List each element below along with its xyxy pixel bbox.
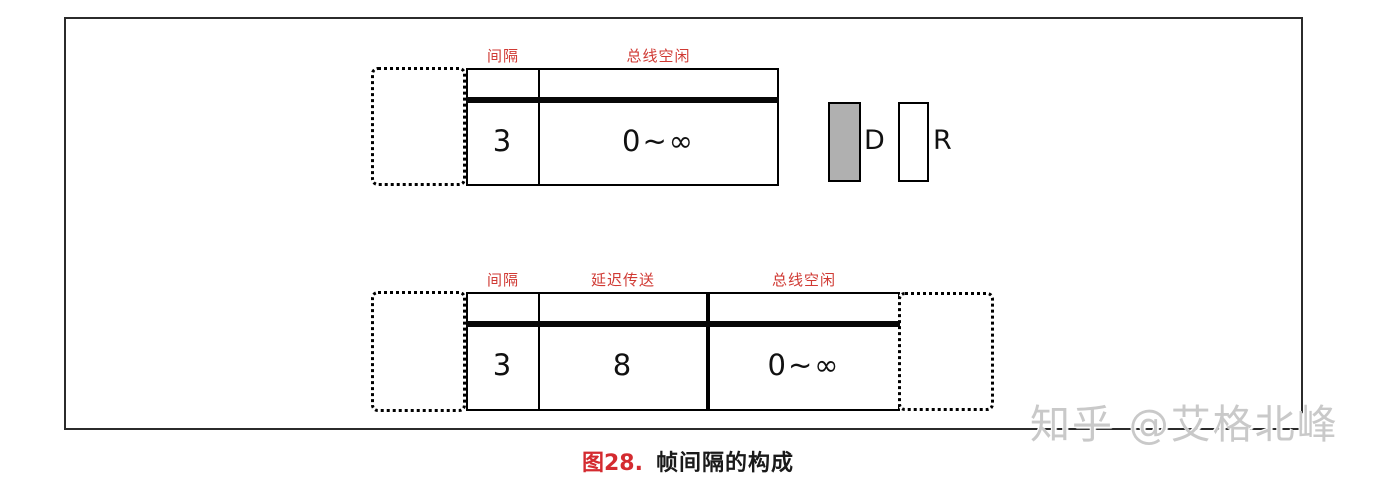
- legend-recessive-swatch: [898, 102, 929, 182]
- top-recessive-level-line: [466, 97, 779, 103]
- bottom-interval-table: 间隔 3 延迟传送 8 总线空闲 0~∞: [466, 271, 900, 411]
- legend-recessive-label: R: [933, 125, 952, 156]
- top-cell-bus-idle-value: 0~∞: [622, 124, 695, 158]
- top-cell-bus-idle: 总线空闲 0~∞: [540, 47, 777, 184]
- legend-dominant-swatch: [828, 102, 861, 182]
- bottom-recessive-level-line: [466, 321, 900, 327]
- bottom-preceding-frame-box: [371, 291, 466, 412]
- bottom-cell-interval-value: 3: [492, 348, 514, 382]
- bottom-cell-delay-transmit-label: 延迟传送: [590, 271, 656, 289]
- top-cell-interval-value: 3: [492, 124, 514, 158]
- bottom-cell-bus-idle-label: 总线空闲: [771, 271, 837, 289]
- top-cell-interval: 间隔 3: [468, 47, 540, 184]
- bottom-following-frame-box: [898, 292, 994, 411]
- bottom-cell-delay-transmit-value: 8: [612, 348, 634, 382]
- legend-dominant-label: D: [864, 125, 885, 156]
- top-cell-bus-idle-label: 总线空闲: [626, 47, 691, 65]
- bottom-cell-delay-transmit: 延迟传送 8: [540, 271, 710, 409]
- watermark-text: 知乎 @艾格北峰: [1030, 402, 1339, 448]
- top-preceding-frame-box: [371, 67, 466, 186]
- bottom-cell-bus-idle-value: 0~∞: [767, 348, 841, 382]
- top-interval-table: 间隔 3 总线空闲 0~∞: [466, 47, 779, 186]
- figure-caption-title: 帧间隔的构成: [655, 451, 794, 476]
- bottom-cell-bus-idle: 总线空闲 0~∞: [710, 271, 898, 409]
- bottom-cell-interval-label: 间隔: [486, 271, 520, 289]
- top-cell-interval-label: 间隔: [486, 47, 520, 65]
- bottom-cell-interval: 间隔 3: [468, 271, 540, 409]
- figure-caption: 图28. 帧间隔的构成: [0, 445, 1376, 477]
- figure-caption-number: 图28.: [582, 451, 643, 476]
